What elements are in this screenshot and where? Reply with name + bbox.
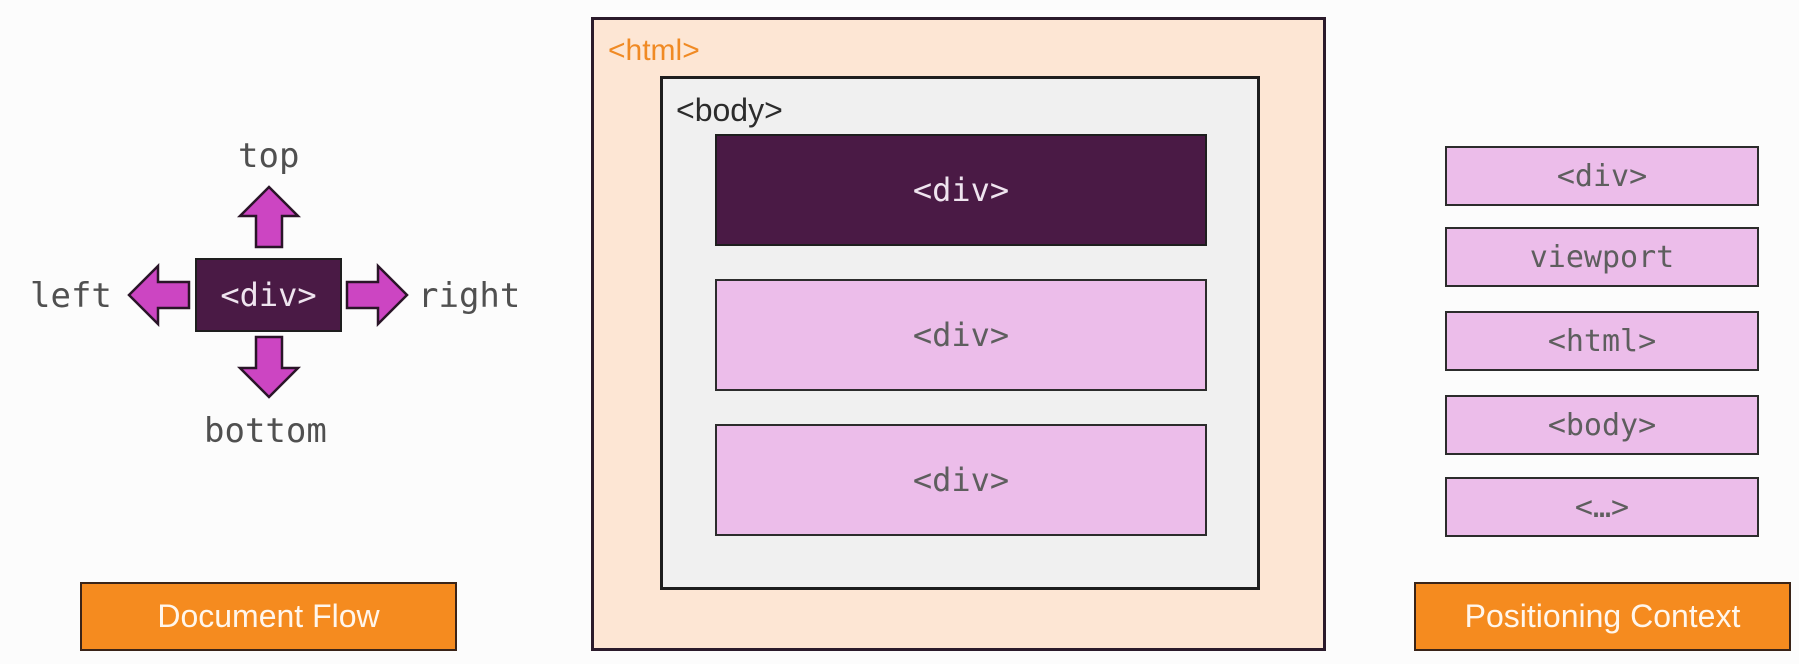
direction-label-bottom: bottom <box>204 411 327 451</box>
positioning-context-label: Positioning Context <box>1414 582 1791 651</box>
context-item-div: <div> <box>1445 146 1759 206</box>
body-box: <body> <div> <div> <div> <box>660 76 1260 590</box>
arrow-up-icon <box>236 185 302 249</box>
direction-label-right: right <box>418 276 521 316</box>
arrow-down-icon <box>236 335 302 399</box>
body-label: <body> <box>676 92 783 128</box>
arrow-left-icon <box>127 262 191 328</box>
context-item-body: <body> <box>1445 395 1759 455</box>
html-box: <html> <body> <div> <div> <div> <box>591 17 1326 651</box>
direction-label-top: top <box>238 136 300 176</box>
body-div-1: <div> <box>715 134 1207 246</box>
direction-label-left: left <box>30 276 112 316</box>
arrow-right-icon <box>345 262 409 328</box>
body-div-2: <div> <box>715 279 1207 391</box>
context-item-ellipsis: <…> <box>1445 477 1759 537</box>
flow-center-div: <div> <box>195 258 342 332</box>
context-item-viewport: viewport <box>1445 227 1759 287</box>
document-flow-label: Document Flow <box>80 582 457 651</box>
context-item-html: <html> <box>1445 311 1759 371</box>
html-label: <html> <box>608 34 700 67</box>
body-div-3: <div> <box>715 424 1207 536</box>
